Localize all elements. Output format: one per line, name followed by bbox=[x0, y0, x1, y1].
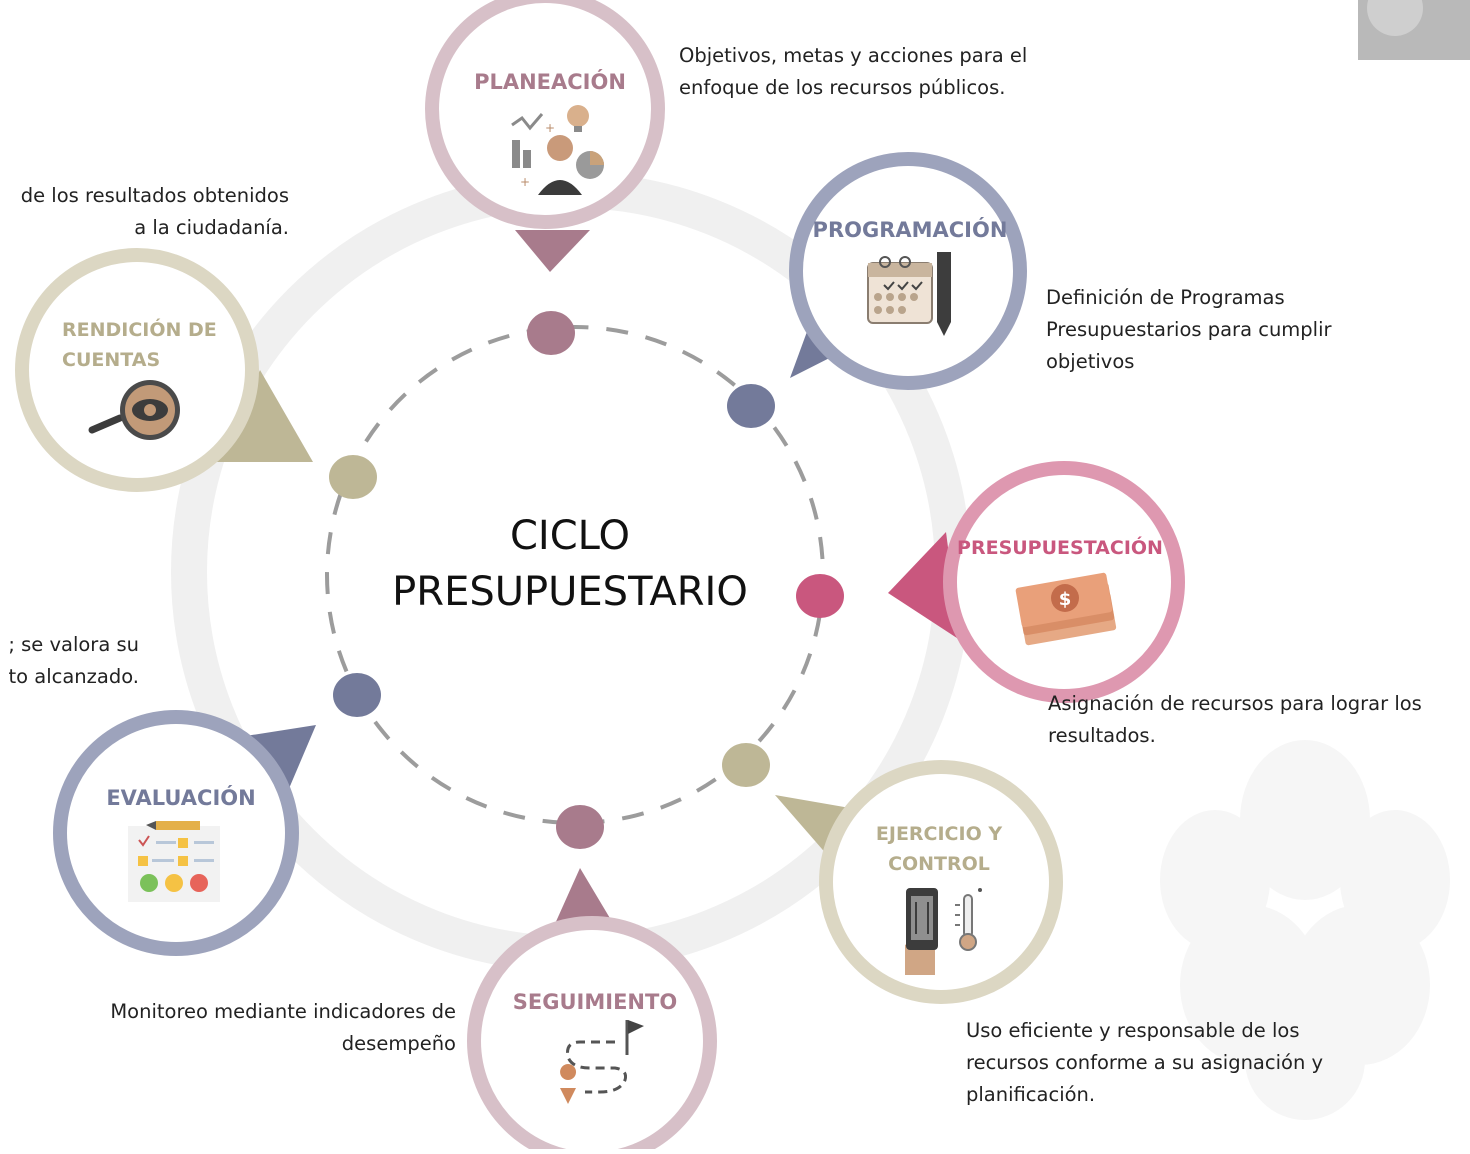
circle-ejercicio bbox=[819, 760, 1063, 1004]
svg-text:+: + bbox=[545, 121, 555, 135]
label-rendicion-line1: RENDICIÓN DE bbox=[62, 317, 217, 341]
description-seguimiento: Monitoreo mediante indicadores de desemp… bbox=[110, 1000, 456, 1055]
description-planeacion: Objetivos, metas y acciones para el enfo… bbox=[679, 44, 1028, 99]
description-programacion: Definición de Programas Presupuestarios … bbox=[1046, 286, 1332, 373]
node-programacion bbox=[727, 384, 775, 428]
label-ejercicio-line2: CONTROL bbox=[888, 853, 990, 875]
center-title: CICLO PRESUPUESTARIO bbox=[392, 513, 748, 615]
description-rendicion: de los resultados obtenidos a la ciudada… bbox=[20, 184, 289, 239]
money-icon: $ bbox=[1015, 572, 1117, 646]
node-seguimiento bbox=[556, 805, 604, 849]
pointer-rendicion bbox=[215, 370, 313, 462]
survey-faces-icon bbox=[128, 821, 220, 902]
label-programacion: PROGRAMACIÓN bbox=[813, 217, 1008, 242]
background-flower-watermark bbox=[1160, 740, 1450, 1120]
node-planeacion bbox=[527, 311, 575, 355]
svg-text:$: $ bbox=[1059, 589, 1072, 610]
label-seguimiento: SEGUIMIENTO bbox=[513, 990, 677, 1014]
phone-thermometer-icon bbox=[905, 888, 982, 975]
pointer-planeacion bbox=[515, 230, 590, 272]
svg-text:+: + bbox=[520, 175, 530, 189]
node-ejercicio bbox=[722, 743, 770, 787]
description-ejercicio: Uso eficiente y responsable de los recur… bbox=[966, 1019, 1324, 1106]
pointer-presupuestacion bbox=[888, 532, 960, 640]
calendar-pencil-icon bbox=[867, 252, 951, 336]
label-presupuestacion: PRESUPUESTACIÓN bbox=[957, 535, 1163, 559]
label-rendicion-line2: CUENTAS bbox=[62, 349, 160, 371]
label-planeacion: PLANEACIÓN bbox=[474, 69, 626, 94]
node-presupuestacion bbox=[796, 574, 844, 618]
description-presupuestacion: Asignación de recursos para lograr los r… bbox=[1048, 692, 1422, 747]
label-evaluacion: EVALUACIÓN bbox=[106, 785, 255, 810]
description-evaluacion: ; se valora su to alcanzado. bbox=[8, 633, 139, 688]
circle-seguimiento bbox=[467, 916, 717, 1154]
route-flag-icon bbox=[560, 1020, 644, 1104]
circle-rendicion bbox=[15, 248, 259, 492]
node-evaluacion bbox=[333, 673, 381, 717]
node-rendicion bbox=[329, 455, 377, 499]
magnifier-eye-icon bbox=[88, 380, 180, 440]
corner-logo-circle bbox=[1367, 0, 1423, 36]
label-ejercicio-line1: EJERCICIO Y bbox=[876, 823, 1002, 845]
planning-icon: + + bbox=[511, 105, 604, 195]
